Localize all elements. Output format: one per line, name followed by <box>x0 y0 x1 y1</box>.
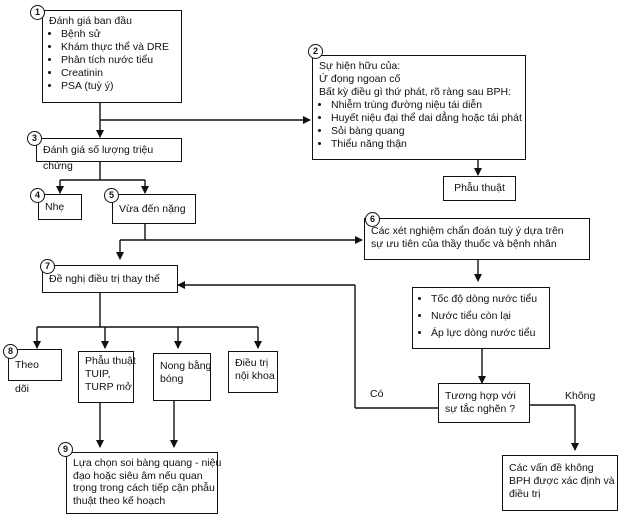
complications-heading: Sự hiện hữu của: <box>319 60 401 72</box>
step-number-7: 7 <box>40 259 55 274</box>
obstruction-decision-box: Tương hợp với sự tắc nghẽn ? <box>438 383 530 423</box>
list-item: Nước tiểu còn lại <box>431 310 543 323</box>
tuip-line-1: Phẫu thuật <box>85 355 136 367</box>
optional-tests-line-2: sự ưu tiên của thầy thuốc và bệnh nhân <box>371 238 557 250</box>
step-number-4: 4 <box>30 188 45 203</box>
list-item: Bệnh sử <box>61 28 175 41</box>
list-item: Huyết niệu đại thể dai dẳng hoặc tái phá… <box>331 112 522 125</box>
list-item: Sỏi bàng quang <box>331 125 519 138</box>
no-label: Không <box>565 390 596 402</box>
step-number-3: 3 <box>27 131 42 146</box>
surgery-tuip-box: Phẫu thuật TUIP, TURP mở <box>78 351 136 403</box>
medical-therapy-box: Điều trị nội khoa <box>228 351 278 393</box>
decision-line-1: Tương hợp với <box>445 390 516 402</box>
balloon-dilation-box: Nong bằng bóng <box>153 353 211 401</box>
tuip-line-2: TUIP, <box>85 368 111 380</box>
list-item: Thiểu năng thận <box>331 138 519 151</box>
watchful-waiting-box: Theo dõi <box>8 349 62 395</box>
list-item: Tốc độ dòng nước tiểu <box>431 293 543 306</box>
bph-complications-box: Sự hiện hữu của: Ứ đọng ngoan cố Bất kỳ … <box>312 55 526 160</box>
initial-evaluation-box: Đánh giá ban đầu Bệnh sử Khám thực thể v… <box>42 10 182 103</box>
decision-line-2: sự tắc nghẽn ? <box>445 403 516 415</box>
non-bph-problems-box: Các vấn đề không BPH được xác định và đi… <box>502 455 618 511</box>
surgery-box: Phẫu thuật <box>443 176 516 201</box>
step-number-1: 1 <box>30 5 45 20</box>
list-item: Nhiễm trùng đường niệu tái diễn <box>331 99 519 112</box>
treatment-options-box: Đề nghị điều trị thay thế <box>42 265 178 293</box>
symptom-assessment-label: Đánh giá số lượng triệu chứng <box>43 144 154 172</box>
list-item: Phân tích nước tiểu <box>61 54 175 67</box>
treatment-options-label: Đề nghị điều trị thay thế <box>49 273 160 285</box>
non-bph-line-2: BPH được xác định và <box>509 475 615 487</box>
step-number-2: 2 <box>308 44 323 59</box>
complications-list: Nhiễm trùng đường niệu tái diễn Huyết ni… <box>319 99 522 151</box>
cystoscopy-line-2: đạo hoặc siêu âm nếu quan <box>73 469 203 482</box>
list-item: PSA (tuỳ ý) <box>61 80 175 93</box>
step-number-6: 6 <box>365 212 380 227</box>
cystoscopy-line-1: Lựa chọn soi bàng quang - niệu <box>73 457 222 469</box>
urodynamic-tests-box: Tốc độ dòng nước tiểu Nước tiểu còn lại … <box>412 287 550 349</box>
mild-label: Nhẹ <box>45 201 65 213</box>
step-number-9: 9 <box>58 442 73 457</box>
watchful-waiting-label: Theo dõi <box>15 359 39 395</box>
non-bph-line-1: Các vấn đề không <box>509 462 594 474</box>
yes-label: Có <box>370 388 384 400</box>
optional-tests-line-1: Các xét nghiệm chẩn đoán tuỳ ý dựa trên <box>371 225 564 237</box>
non-bph-line-3: điều trị <box>509 488 541 500</box>
balloon-line-2: bóng <box>160 373 184 385</box>
moderate-severe-label: Vừa đến nặng <box>119 203 186 215</box>
moderate-severe-box: Vừa đến nặng <box>112 194 196 224</box>
cystoscopy-line-4: thuật theo kế hoạch <box>73 494 166 507</box>
tuip-line-3: TURP mở <box>85 381 132 393</box>
balloon-line-1: Nong bằng <box>160 360 212 372</box>
secondary-text: Bất kỳ điều gì thứ phát, rõ ràng sau BPH… <box>319 86 512 98</box>
initial-evaluation-list: Bệnh sử Khám thực thể và DRE Phân tích n… <box>49 28 175 93</box>
initial-evaluation-title: Đánh giá ban đầu <box>49 15 132 27</box>
list-item: Creatinin <box>61 67 175 80</box>
cystoscopy-option-box: Lựa chọn soi bàng quang - niệu đạo hoặc … <box>66 452 222 514</box>
optional-tests-box: Các xét nghiệm chẩn đoán tuỳ ý dựa trên … <box>364 218 590 260</box>
step-number-8: 8 <box>3 344 18 359</box>
urodynamic-tests-list: Tốc độ dòng nước tiểu Nước tiểu còn lại … <box>419 293 543 340</box>
step-number-5: 5 <box>104 188 119 203</box>
symptom-assessment-box: Đánh giá số lượng triệu chứng <box>36 138 182 172</box>
mild-box: Nhẹ <box>38 194 82 220</box>
cystoscopy-line-3: trọng trong cách tiếp cận phẫu <box>73 482 215 494</box>
surgery-label: Phẫu thuật <box>454 182 505 194</box>
medical-line-2: nội khoa <box>235 370 275 382</box>
list-item: Khám thực thể và DRE <box>61 41 175 54</box>
retention-text: Ứ đọng ngoan cố <box>319 73 401 85</box>
list-item: Áp lực dòng nước tiểu <box>431 327 543 340</box>
medical-line-1: Điều trị <box>235 357 269 369</box>
